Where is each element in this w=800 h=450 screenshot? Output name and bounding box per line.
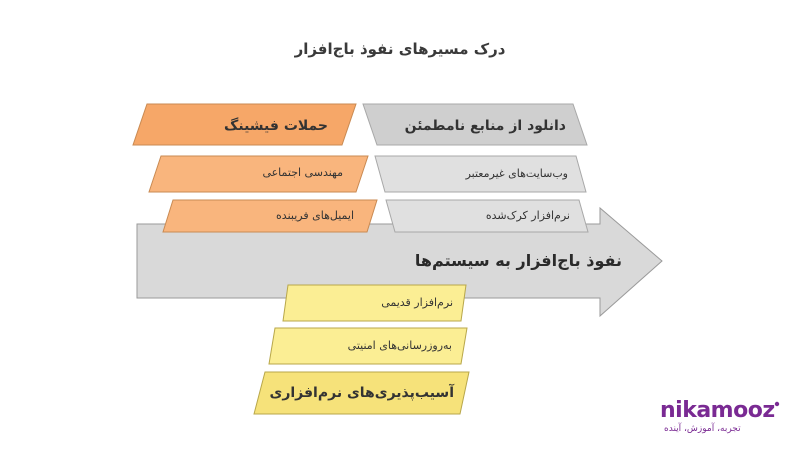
- untrusted-item-2: نرم‌افزار کرک‌شده: [485, 209, 570, 222]
- untrusted-heading: دانلود از منابع نامطمئن: [404, 118, 566, 134]
- diagram-title: درک مسیرهای نفوذ باج‌افزار: [294, 40, 506, 58]
- untrusted-heading-box: [362, 103, 588, 146]
- brand-logo-dot: [774, 401, 780, 407]
- vulnerability-item-box-1: [282, 284, 467, 322]
- main-arrow-shape: [136, 206, 663, 318]
- untrusted-item-box-2: [385, 199, 589, 233]
- phishing-heading: حملات فیشینگ: [224, 118, 328, 134]
- phishing-heading-box: [132, 103, 357, 146]
- brand-logo-text: nikamooz: [660, 398, 775, 423]
- phishing-item-box-1: [148, 155, 369, 193]
- phishing-item-1: مهندسی اجتماعی: [262, 166, 343, 179]
- vulnerability-item-2: به‌روزرسانی‌های امنیتی: [347, 339, 452, 352]
- vulnerability-heading-box: [253, 371, 470, 415]
- phishing-item-2: ایمیل‌های فریبنده: [276, 209, 354, 222]
- main-arrow-label: نفوذ باج‌افزار به سیستم‌ها: [414, 251, 622, 270]
- vulnerability-item-1: نرم‌افزار قدیمی: [381, 296, 453, 309]
- vulnerability-heading: آسیب‌پذیری‌های نرم‌افزاری: [269, 385, 454, 401]
- untrusted-item-box-1: [374, 155, 587, 193]
- phishing-item-box-2: [162, 199, 378, 233]
- untrusted-item-1: وب‌سایت‌های غیرمعتبر: [465, 167, 568, 180]
- brand-tagline: تجربه، آموزش، آینده: [664, 424, 741, 434]
- vulnerability-item-box-2: [268, 327, 468, 365]
